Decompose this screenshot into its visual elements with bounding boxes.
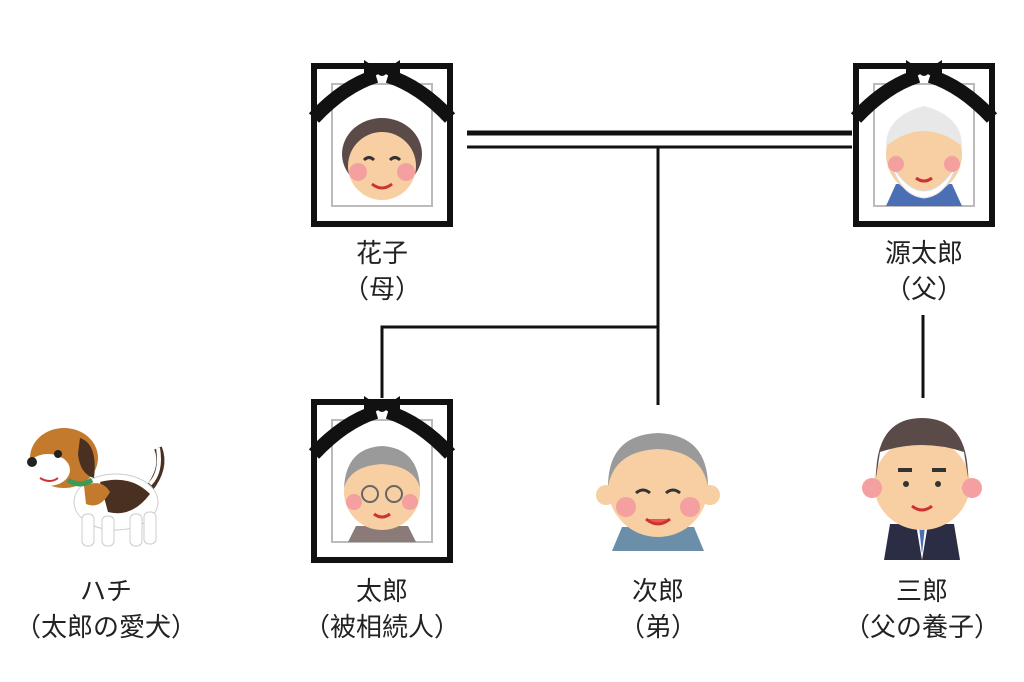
hachi-name: ハチ (79, 577, 132, 607)
jiro-name: 次郎 (631, 577, 684, 607)
jiro-label: 次郎 （弟） (578, 574, 738, 646)
hanako-relation: （母） (342, 275, 421, 305)
gentaro-name: 源太郎 (884, 239, 963, 269)
dog-illustration (26, 428, 165, 547)
hanako-portrait (308, 60, 456, 227)
taro-label: 太郎 （被相続人） (292, 574, 472, 646)
gentaro-relation: （父） (884, 275, 963, 305)
hachi-label: ハチ （太郎の愛犬） (6, 574, 206, 646)
gentaro-portrait (850, 60, 998, 227)
saburo-relation: （父の養子） (843, 613, 1000, 643)
hachi-relation: （太郎の愛犬） (14, 613, 197, 643)
saburo-name: 三郎 (895, 577, 948, 607)
jiro-illustration (596, 433, 720, 551)
taro-relation: （被相続人） (303, 613, 460, 643)
saburo-illustration (862, 418, 982, 560)
taro-name: 太郎 (355, 577, 408, 607)
hanako-label: 花子 （母） (302, 236, 462, 308)
hanako-name: 花子 (355, 239, 408, 269)
jiro-relation: （弟） (618, 613, 697, 643)
marriage-line (467, 130, 852, 149)
descent-lines (380, 147, 925, 405)
saburo-label: 三郎 （父の養子） (832, 574, 1012, 646)
gentaro-label: 源太郎 （父） (844, 236, 1004, 308)
taro-portrait (308, 396, 456, 563)
